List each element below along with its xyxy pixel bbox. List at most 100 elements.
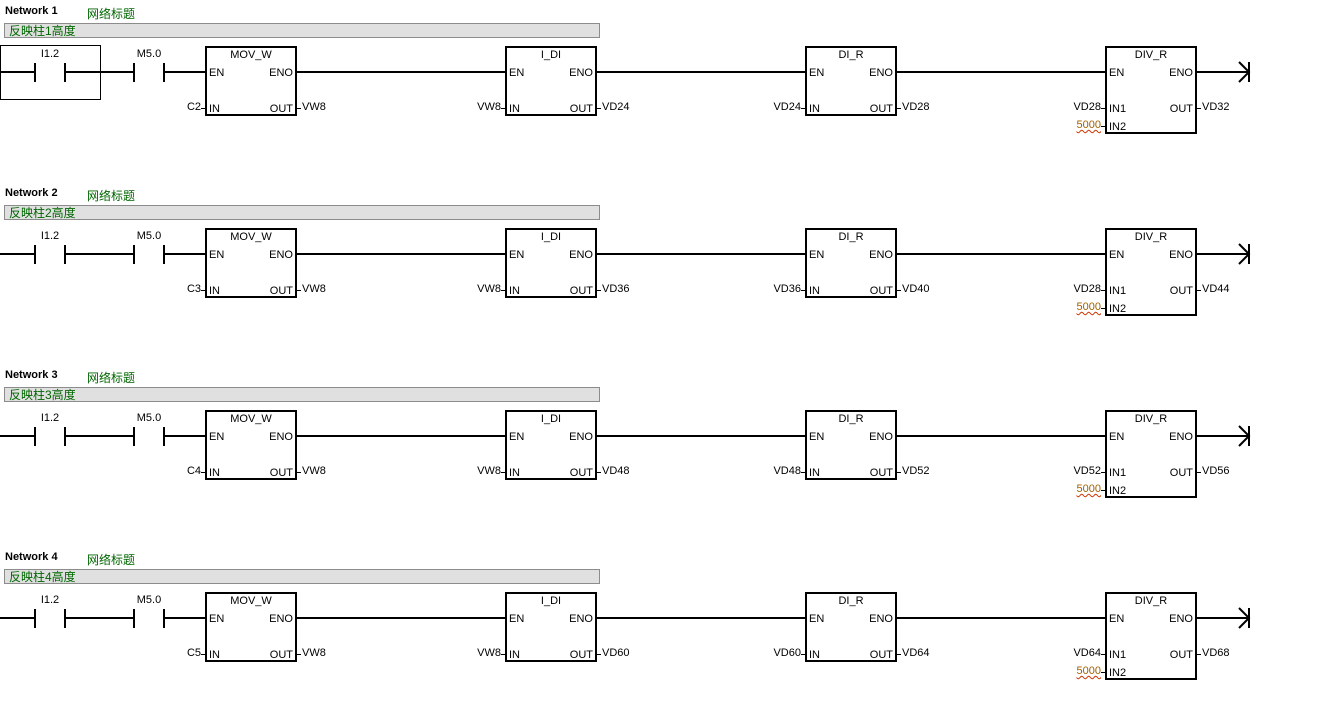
operand-in[interactable]: VD36	[773, 283, 801, 295]
operand-in[interactable]: VD48	[773, 465, 801, 477]
contact-bar-left[interactable]	[133, 427, 135, 446]
contact-bar-left[interactable]	[133, 609, 135, 628]
contact-address[interactable]: I1.2	[40, 48, 60, 60]
network-title[interactable]: 网络标题	[87, 189, 136, 203]
operand-out[interactable]: VW8	[302, 647, 326, 659]
contact-bar-right[interactable]	[163, 63, 165, 82]
rung-wire	[896, 435, 1105, 437]
network-title[interactable]: 网络标题	[87, 553, 136, 567]
operand-in1[interactable]: VD28	[1073, 283, 1101, 295]
operand-in2[interactable]: 5000	[1076, 301, 1101, 313]
network-label[interactable]: Network 4	[5, 551, 58, 563]
operand-in2[interactable]: 5000	[1076, 119, 1101, 131]
network-label[interactable]: Network 1	[5, 5, 58, 17]
rung-wire	[896, 253, 1105, 255]
contact-bar-right[interactable]	[64, 427, 66, 446]
network-comment[interactable]: 反映柱1高度	[4, 23, 600, 38]
contact-bar-left[interactable]	[133, 245, 135, 264]
operand-out[interactable]: VW8	[302, 465, 326, 477]
contact-bar-left[interactable]	[133, 63, 135, 82]
operand-in[interactable]: C3	[186, 283, 201, 295]
operand-out[interactable]: VD32	[1202, 101, 1230, 113]
pin-en: EN	[809, 431, 825, 443]
contact-address[interactable]: M5.0	[136, 594, 162, 606]
operand-in[interactable]: C4	[186, 465, 201, 477]
operand-out[interactable]: VD56	[1202, 465, 1230, 477]
operand-in[interactable]: C5	[186, 647, 201, 659]
pin-out: OUT	[869, 285, 893, 297]
operand-tick	[897, 290, 901, 291]
operand-out[interactable]: VD44	[1202, 283, 1230, 295]
network-comment[interactable]: 反映柱3高度	[4, 387, 600, 402]
operand-in2[interactable]: 5000	[1076, 483, 1101, 495]
operand-out[interactable]: VD68	[1202, 647, 1230, 659]
operand-in[interactable]: VW8	[477, 283, 501, 295]
operand-in[interactable]: VD24	[773, 101, 801, 113]
operand-in1[interactable]: VD28	[1073, 101, 1101, 113]
contact-address[interactable]: I1.2	[40, 230, 60, 242]
operand-out[interactable]: VD48	[602, 465, 630, 477]
network-title[interactable]: 网络标题	[87, 7, 136, 21]
contact-bar-left[interactable]	[34, 245, 36, 264]
network-title[interactable]: 网络标题	[87, 371, 136, 385]
contact-bar-right[interactable]	[163, 609, 165, 628]
operand-out[interactable]: VD52	[902, 465, 930, 477]
operand-in[interactable]: VW8	[477, 101, 501, 113]
pin-en: EN	[509, 249, 525, 261]
operand-out[interactable]: VD40	[902, 283, 930, 295]
network-comment[interactable]: 反映柱2高度	[4, 205, 600, 220]
operand-out[interactable]: VD60	[602, 647, 630, 659]
contact-bar-right[interactable]	[163, 245, 165, 264]
contact-address[interactable]: I1.2	[40, 412, 60, 424]
operand-in1[interactable]: VD64	[1073, 647, 1101, 659]
contact-bar-right[interactable]	[64, 63, 66, 82]
operand-in1[interactable]: VD52	[1073, 465, 1101, 477]
pin-in: IN	[209, 103, 220, 115]
contact-address[interactable]: M5.0	[136, 412, 162, 424]
operand-tick	[501, 290, 505, 291]
contact-bar-right[interactable]	[163, 427, 165, 446]
pin-en: EN	[1109, 67, 1125, 79]
operand-out[interactable]: VW8	[302, 283, 326, 295]
operand-in2[interactable]: 5000	[1076, 665, 1101, 677]
network-label[interactable]: Network 3	[5, 369, 58, 381]
operand-out[interactable]: VW8	[302, 101, 326, 113]
operand-tick	[1101, 308, 1105, 309]
operand-out[interactable]: VD24	[602, 101, 630, 113]
contact-bar-right[interactable]	[64, 609, 66, 628]
operand-in[interactable]: C2	[186, 101, 201, 113]
operand-out[interactable]: VD28	[902, 101, 930, 113]
operand-out[interactable]: VD36	[602, 283, 630, 295]
contact-address[interactable]: M5.0	[136, 230, 162, 242]
operand-in[interactable]: VW8	[477, 647, 501, 659]
operand-in[interactable]: VW8	[477, 465, 501, 477]
contact-bar-left[interactable]	[34, 427, 36, 446]
operand-in[interactable]: VD60	[773, 647, 801, 659]
network-comment[interactable]: 反映柱4高度	[4, 569, 600, 584]
contact-address[interactable]: M5.0	[136, 48, 162, 60]
network-label[interactable]: Network 2	[5, 187, 58, 199]
operand-out[interactable]: VD64	[902, 647, 930, 659]
contact-bar-left[interactable]	[34, 609, 36, 628]
contact-bar-right[interactable]	[64, 245, 66, 264]
contact-address[interactable]: I1.2	[40, 594, 60, 606]
contact-bar-left[interactable]	[34, 63, 36, 82]
